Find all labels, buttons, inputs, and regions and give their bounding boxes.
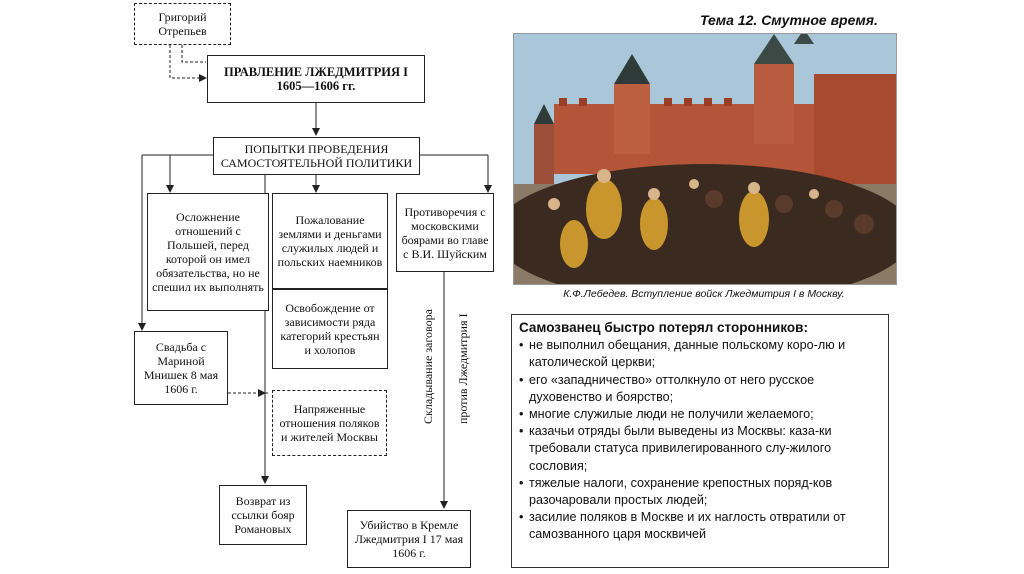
liberation-label: Освобождение от зависимости ряда категор…: [276, 301, 384, 357]
grants-label: Пожалование землями и деньгами служилых …: [276, 213, 384, 269]
wedding-box: Свадьба с Мариной Мнишек 8 мая 1606 г.: [134, 331, 228, 405]
otrepiev-label: Григорий Отрепьев: [138, 10, 227, 38]
romanovs-label: Возврат из ссылки бояр Романовых: [223, 494, 303, 536]
tension-label: Напряженные отношения поляков и жителей …: [276, 402, 383, 444]
reason-item: казачьи отряды были выведены из Москвы: …: [529, 423, 881, 475]
plot-vertical-text-2: против Лжедмитрия I: [456, 314, 471, 424]
grants-box: Пожалование землями и деньгами служилых …: [272, 193, 388, 289]
reign-years: 1605—1606 гг.: [277, 79, 356, 93]
painting-image: [513, 33, 897, 285]
reasons-list: не выполнил обещания, данные польскому к…: [519, 337, 881, 543]
romanovs-box: Возврат из ссылки бояр Романовых: [219, 485, 307, 545]
panel-title: Самозванец быстро потерял сторонников:: [519, 319, 881, 336]
plot-vertical-text-1: Складывание заговора: [421, 309, 436, 424]
reason-item: не выполнил обещания, данные польскому к…: [529, 337, 881, 371]
liberation-box: Освобождение от зависимости ряда категор…: [272, 289, 388, 369]
wedding-label: Свадьба с Мариной Мнишек 8 мая 1606 г.: [138, 340, 224, 396]
attempts-label: ПОПЫТКИ ПРОВЕДЕНИЯ САМОСТОЯТЕЛЬНОЙ ПОЛИТ…: [217, 142, 416, 170]
boyars-box: Противоречия с московскими боярами во гл…: [396, 193, 494, 272]
boyars-label: Противоречия с московскими боярами во гл…: [400, 205, 490, 261]
reason-item: его «западничество» оттолкнуло от него р…: [529, 372, 881, 406]
otrepiev-box: Григорий Отрепьев: [134, 3, 231, 45]
reason-item: тяжелые налоги, сохранение крепостных по…: [529, 475, 881, 509]
poland-box: Осложнение отношений с Польшей, перед ко…: [147, 193, 269, 311]
poland-label: Осложнение отношений с Польшей, перед ко…: [151, 210, 265, 294]
reign-title: ПРАВЛЕНИЕ ЛЖЕДМИТРИЯ I: [224, 65, 408, 79]
murder-label: Убийство в Кремле Лжедмитрия I 17 мая 16…: [351, 518, 467, 560]
topic-title: Тема 12. Смутное время.: [700, 12, 878, 28]
reason-item: засилие поляков в Москве и их наглость о…: [529, 509, 881, 543]
attempts-box: ПОПЫТКИ ПРОВЕДЕНИЯ САМОСТОЯТЕЛЬНОЙ ПОЛИТ…: [213, 137, 420, 175]
painting-caption: К.Ф.Лебедев. Вступление войск Лжедмитрия…: [513, 288, 895, 300]
murder-box: Убийство в Кремле Лжедмитрия I 17 мая 16…: [347, 510, 471, 568]
tension-box: Напряженные отношения поляков и жителей …: [272, 390, 387, 456]
supporters-panel: Самозванец быстро потерял сторонников: н…: [511, 314, 889, 568]
reason-item: многие служилые люди не получили желаемо…: [529, 406, 881, 423]
reign-box: ПРАВЛЕНИЕ ЛЖЕДМИТРИЯ I 1605—1606 гг.: [207, 55, 425, 103]
